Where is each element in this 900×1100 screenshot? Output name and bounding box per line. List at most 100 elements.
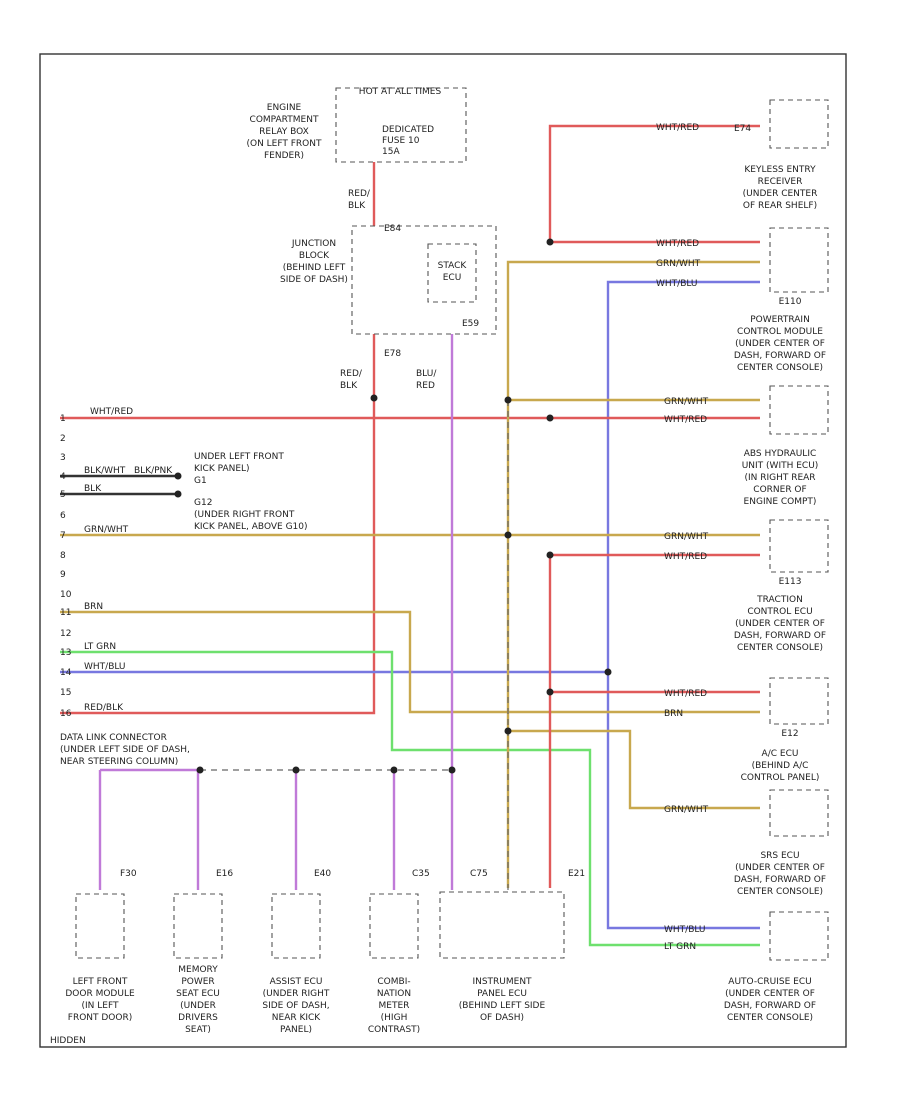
memory-seat-label-4: (UNDER bbox=[180, 1001, 216, 1011]
left-door-label-2: DOOR MODULE bbox=[65, 989, 135, 999]
stack-ecu-label-2: ECU bbox=[443, 273, 462, 283]
wire-label-brn-right: BRN bbox=[664, 709, 683, 719]
left-door-label-1: LEFT FRONT bbox=[73, 977, 128, 987]
traction-label-5: CENTER CONSOLE) bbox=[737, 643, 823, 653]
memory-seat-label-5: DRIVERS bbox=[178, 1013, 218, 1023]
left-door-module-box bbox=[75, 893, 125, 959]
abs-label-1: ABS HYDRAULIC bbox=[744, 449, 817, 459]
wire-label-blk: BLK bbox=[84, 484, 102, 494]
cruise-ecu-box bbox=[769, 911, 829, 961]
memory-seat-ecu-box bbox=[173, 893, 223, 959]
wire-label-wht-blu-dlc: WHT/BLU bbox=[84, 662, 126, 672]
cruise-label-4: CENTER CONSOLE) bbox=[727, 1013, 813, 1023]
keyless-label-2: RECEIVER bbox=[758, 177, 803, 187]
wire-red-blk-power bbox=[60, 160, 376, 715]
wire-label-blu-red-1: BLU/ bbox=[416, 369, 437, 379]
pcm-box bbox=[769, 227, 829, 293]
wire-grn-wht-pcm bbox=[506, 260, 760, 400]
junction-block-label-3: (BEHIND LEFT bbox=[283, 263, 346, 273]
combi-label-3: METER bbox=[379, 1001, 410, 1011]
wire-label-wht-blu-2: WHT/BLU bbox=[664, 925, 706, 935]
fuse-label-2: FUSE 10 bbox=[382, 136, 420, 146]
connector-ref-e78: E78 bbox=[384, 349, 401, 359]
wire-label-grn-wht-4: GRN/WHT bbox=[664, 805, 709, 815]
wire-label-wht-red-dlc: WHT/RED bbox=[90, 407, 133, 417]
traction-label-3: (UNDER CENTER OF bbox=[735, 619, 825, 629]
traction-label-1: TRACTION bbox=[756, 595, 803, 605]
combi-label-2: NATION bbox=[377, 989, 411, 999]
instrument-label-2: PANEL ECU bbox=[477, 989, 527, 999]
assist-label-4: NEAR KICK bbox=[272, 1013, 322, 1023]
dlc-pin-10: 10 bbox=[60, 590, 72, 600]
dlc-pin-7: 7 bbox=[60, 531, 66, 541]
pcm-label-4: DASH, FORWARD OF bbox=[734, 351, 826, 361]
dlc-pin-2: 2 bbox=[60, 434, 66, 444]
relay-box-label-3: RELAY BOX bbox=[259, 127, 309, 137]
wire-lt-grn bbox=[60, 650, 760, 947]
wire-label-blk-wht: BLK/WHT bbox=[84, 466, 126, 476]
connector-ref-e21: E21 bbox=[568, 869, 585, 879]
combination-meter-box bbox=[369, 893, 419, 959]
pcm-label-5: CENTER CONSOLE) bbox=[737, 363, 823, 373]
abs-label-2: UNIT (WITH ECU) bbox=[742, 461, 819, 471]
ac-label-1: A/C ECU bbox=[762, 749, 799, 759]
wire-label-blu-red-2: RED bbox=[416, 381, 435, 391]
wire-label-lt-grn-right: LT GRN bbox=[664, 942, 696, 952]
assist-ecu-box bbox=[271, 893, 321, 959]
pcm-label-1: POWERTRAIN bbox=[750, 315, 810, 325]
dlc-pin-3: 3 bbox=[60, 453, 66, 463]
memory-seat-label-2: POWER bbox=[181, 977, 214, 987]
junction-block-label-2: BLOCK bbox=[299, 251, 330, 261]
assist-label-3: SIDE OF DASH, bbox=[262, 1001, 329, 1011]
left-door-label-4: FRONT DOOR) bbox=[68, 1013, 132, 1023]
wire-label-grn-wht-3: GRN/WHT bbox=[664, 532, 709, 542]
stack-ecu-outline bbox=[427, 243, 477, 303]
relay-box-outline bbox=[335, 87, 467, 163]
ac-label-2: (BEHIND A/C bbox=[752, 761, 809, 771]
wire-label-grn-wht-1: GRN/WHT bbox=[656, 259, 701, 269]
srs-label-3: DASH, FORWARD OF bbox=[734, 875, 826, 885]
wire-label-red-blk-top-2: BLK bbox=[348, 201, 366, 211]
abs-box bbox=[769, 385, 829, 435]
ground-g12-label-2: (UNDER RIGHT FRONT bbox=[194, 510, 295, 520]
dlc-pin-5: 5 bbox=[60, 490, 66, 500]
traction-label-4: DASH, FORWARD OF bbox=[734, 631, 826, 641]
assist-label-2: (UNDER RIGHT bbox=[263, 989, 330, 999]
dlc-pin-15: 15 bbox=[60, 688, 71, 698]
connector-ref-e110: E110 bbox=[779, 297, 802, 307]
abs-label-3: (IN RIGHT REAR bbox=[744, 473, 815, 483]
dlc-pin-14: 14 bbox=[60, 668, 72, 678]
wire-label-grn-wht-2: GRN/WHT bbox=[664, 397, 709, 407]
wire-label-wht-red-4: WHT/RED bbox=[664, 552, 707, 562]
instrument-panel-ecu-box bbox=[439, 891, 565, 959]
ac-label-3: CONTROL PANEL) bbox=[741, 773, 820, 783]
connector-ref-e16: E16 bbox=[216, 869, 233, 879]
dlc-pin-6: 6 bbox=[60, 511, 66, 521]
dlc-label-1: DATA LINK CONNECTOR bbox=[60, 733, 167, 743]
wire-wht-red-keyless bbox=[548, 124, 760, 242]
combi-label-5: CONTRAST) bbox=[368, 1025, 420, 1035]
connector-ref-e40: E40 bbox=[314, 869, 331, 879]
dlc-pin-13: 13 bbox=[60, 648, 71, 658]
dlc-pin-9: 9 bbox=[60, 570, 66, 580]
hot-at-all-times-label: HOT AT ALL TIMES bbox=[359, 87, 442, 97]
ground-g1-label-1: UNDER LEFT FRONT bbox=[194, 452, 284, 462]
keyless-label-1: KEYLESS ENTRY bbox=[744, 165, 816, 175]
dlc-pin-11: 11 bbox=[60, 608, 71, 618]
ground-g12-label-1: G12 bbox=[194, 498, 212, 508]
wire-label-red-blk-dlc: RED/BLK bbox=[84, 703, 124, 713]
keyless-entry-box bbox=[769, 99, 829, 149]
dlc-label-2: (UNDER LEFT SIDE OF DASH, bbox=[60, 745, 190, 755]
fuse-label-3: 15A bbox=[382, 147, 400, 157]
assist-label-5: PANEL) bbox=[280, 1025, 312, 1035]
memory-seat-label-3: SEAT ECU bbox=[176, 989, 220, 999]
connector-ref-f30: F30 bbox=[120, 869, 137, 879]
dlc-pin-1: 1 bbox=[60, 414, 66, 424]
wire-label-grn-wht-dlc: GRN/WHT bbox=[84, 525, 129, 535]
instrument-label-4: OF DASH) bbox=[480, 1013, 524, 1023]
footer-note: HIDDEN bbox=[50, 1036, 86, 1046]
traction-label-2: CONTROL ECU bbox=[747, 607, 812, 617]
junction-block-label-4: SIDE OF DASH) bbox=[280, 275, 348, 285]
wire-label-wht-red-5: WHT/RED bbox=[664, 689, 707, 699]
pcm-label-3: (UNDER CENTER OF bbox=[735, 339, 825, 349]
